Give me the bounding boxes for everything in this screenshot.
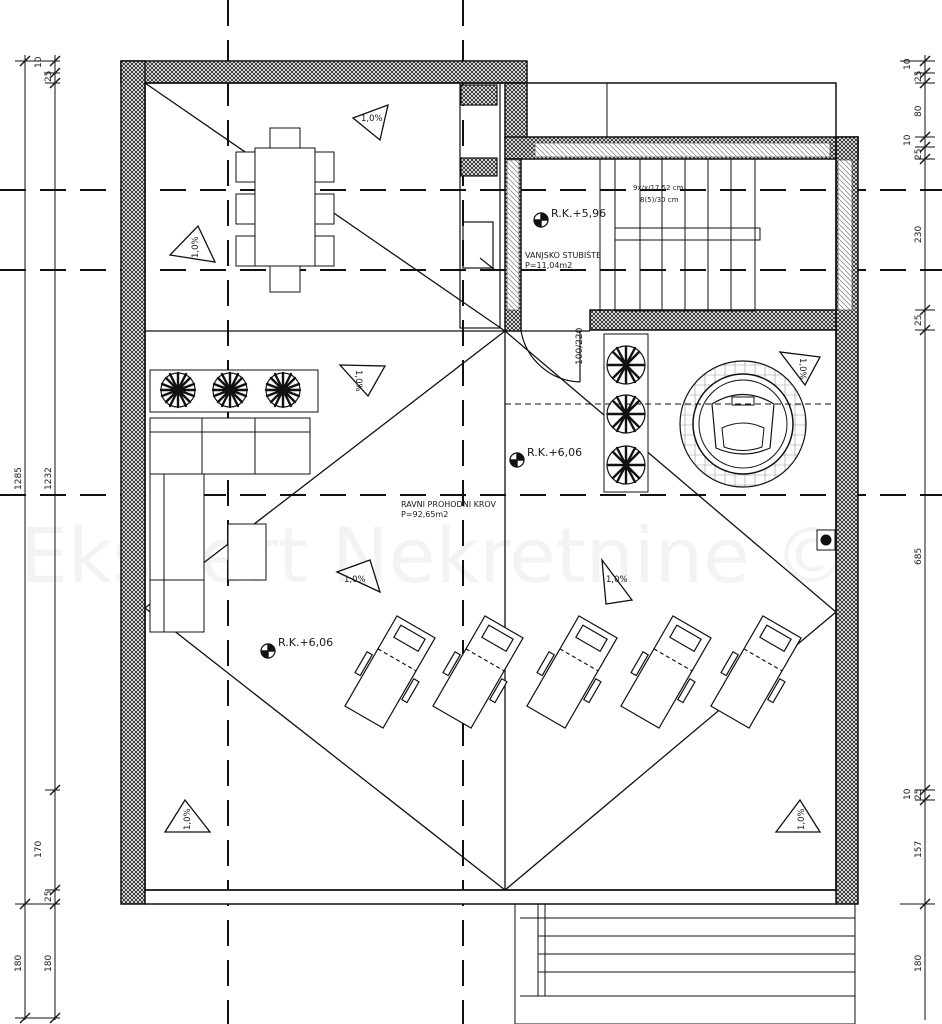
dim-right-6: 230 [914,226,924,243]
dim-right-8: 685 [914,548,924,565]
stair-run [599,158,761,312]
slope-label-7: 1,0% [183,808,193,830]
level-roof-center: R.K.+6,06 [527,446,582,459]
dim-left-bottom-2: 25 [44,891,54,902]
slope-label-2: 1,0% [191,236,201,258]
hot-tub [679,360,807,488]
dim-right-12: 180 [914,955,924,972]
slope-label-1: 1,0% [361,114,383,124]
dim-left-inner: 1232 [44,467,54,490]
dim-left-below-outer: 180 [14,955,24,972]
dim-right-10: 10 [903,788,913,800]
stair-spec-1: 9x/x/17,52 cm [633,184,684,192]
dim-left-bottom-1: 170 [34,841,44,858]
entry-steps [514,903,856,1024]
slope-label-8: 1,0% [797,808,807,830]
roof-area: P=92,65m2 [401,510,448,519]
right-dimensions [900,55,935,1020]
dim-left-top-2: 25 [44,71,54,82]
stair-spec-2: 8(5)/30 cm [640,196,679,204]
slope-label-3: 1,0% [353,370,363,392]
door-swing [520,330,590,383]
column-strip [459,82,501,329]
planter-left [149,369,319,413]
dim-right-7: 25 [914,315,924,326]
dim-right-1: 10 [903,58,913,70]
sun-loungers [344,615,802,729]
roof-projection [527,82,608,137]
level-stair: R.K.+5,96 [551,207,606,220]
sofa [149,417,311,633]
slope-label-6: 1,0% [797,358,807,380]
dim-right-5: 25 [914,149,924,160]
door-label: 100/220 [575,327,585,365]
dim-right-3: 80 [914,105,924,117]
slope-label-5: 1,0% [606,575,628,585]
slope-arrows [163,103,822,833]
dim-left-top-1: 10 [34,56,44,68]
dim-right-11: 157 [914,841,924,858]
dim-left-below-inner: 180 [44,955,54,972]
stair-name: VANJSKO STUBIŠTE [525,249,601,260]
planter-right [603,333,649,493]
level-markers [260,212,549,659]
slope-label-4: 1,0% [344,575,366,585]
dim-left-total: 1285 [14,467,24,490]
wall-insulation [506,142,853,311]
roof-name: RAVNI PROHODNI KROV [401,500,497,509]
left-dimensions [15,55,61,1024]
dim-right-9: 25 [914,789,924,800]
roof-drain [816,529,836,551]
dim-right-4: 10 [903,134,913,146]
stair-area: P=11,04m2 [525,261,572,270]
dining-set [235,127,335,293]
dim-right-2: 25 [914,71,924,82]
level-roof-left: R.K.+6,06 [278,636,333,649]
